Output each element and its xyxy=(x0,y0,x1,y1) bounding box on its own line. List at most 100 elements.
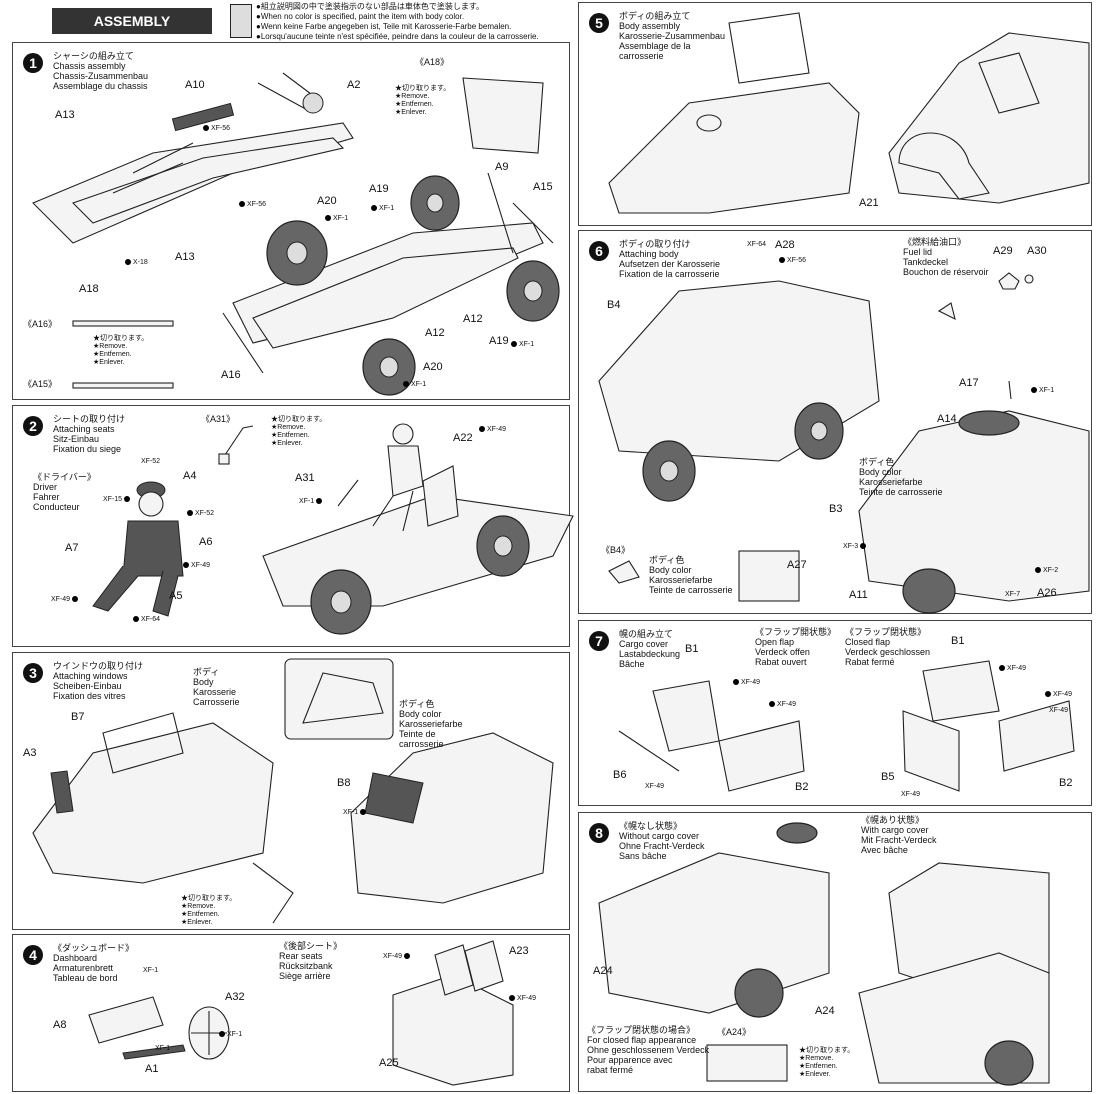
part-label: A12 xyxy=(425,327,445,339)
paint-code: XF-49 xyxy=(516,995,537,1002)
paint-code: XF-49 xyxy=(901,791,921,798)
dashboard-drawing xyxy=(88,940,514,1086)
paint-code: XF-64 xyxy=(747,241,767,248)
part-label: A21 xyxy=(859,197,879,209)
part-label: A18 xyxy=(79,283,99,295)
part-label: A14 xyxy=(937,413,957,425)
step-number: 5 xyxy=(589,13,609,33)
a31-inset-title: 《A31》 xyxy=(201,414,236,424)
cut-note: ★切り取ります。★Remove.★Entfernen.★Enlever. xyxy=(271,416,327,447)
part-label: A27 xyxy=(787,559,807,571)
paint-code: XF-49 xyxy=(190,562,211,569)
part-label: A22 xyxy=(453,432,473,444)
paint-code: XF-49 xyxy=(1049,707,1069,714)
cut-note: ★切り取ります。★Remove.★Entfernen.★Enlever. xyxy=(93,335,149,366)
paint-code: XF-52 xyxy=(141,458,161,465)
chassis-drawing xyxy=(32,72,560,396)
part-label: B1 xyxy=(685,643,699,655)
paint-bottle-icon xyxy=(230,4,252,38)
part-label: A3 xyxy=(23,747,37,759)
paint-code: XF-49 xyxy=(1052,691,1073,698)
part-label: A7 xyxy=(65,542,79,554)
part-label: B2 xyxy=(1059,777,1073,789)
part-label: A4 xyxy=(183,470,197,482)
part-label: B1 xyxy=(951,635,965,647)
part-label: A26 xyxy=(1037,587,1057,599)
part-label: B7 xyxy=(71,711,85,723)
seats-drawing xyxy=(92,423,574,635)
part-label: A30 xyxy=(1027,245,1047,257)
paint-code: XF-1 xyxy=(299,498,315,505)
a18-inset-title: 《A18》 xyxy=(415,57,450,67)
part-label: B8 xyxy=(337,777,351,789)
part-label: A1 xyxy=(145,1063,159,1075)
paint-code: XF-1 xyxy=(410,381,427,388)
cut-note: ★切り取ります。★Remove.★Entfernen.★Enlever. xyxy=(799,1047,855,1078)
step-number: 6 xyxy=(589,241,609,261)
paint-code: XF-49 xyxy=(383,953,403,960)
body-drawing xyxy=(608,12,1090,214)
part-label: A23 xyxy=(509,945,529,957)
part-label: A24 xyxy=(593,965,613,977)
step-number: 1 xyxy=(23,53,43,73)
paint-code: XF-49 xyxy=(486,426,507,433)
part-label: B5 xyxy=(881,771,895,783)
part-label: A11 xyxy=(849,589,868,601)
paint-code: XF-49 xyxy=(1006,665,1027,672)
attach-body-drawing xyxy=(598,272,1090,614)
paint-code: XF-1 xyxy=(518,341,535,348)
paint-code: XF-56 xyxy=(246,201,267,208)
part-label: A13 xyxy=(175,251,195,263)
part-label: A19 xyxy=(369,183,389,195)
part-label: A29 xyxy=(993,245,1013,257)
paint-code: XF-49 xyxy=(740,679,761,686)
cargo-cover-drawing xyxy=(618,660,1075,792)
b4-inset-title: 《B4》 xyxy=(601,545,631,555)
part-label: A15 xyxy=(533,181,553,193)
paint-code: XF-52 xyxy=(194,510,215,517)
part-label: A13 xyxy=(55,109,75,121)
step-number: 3 xyxy=(23,663,43,683)
part-label: A28 xyxy=(775,239,795,251)
part-label: A31 xyxy=(295,472,315,484)
part-label: A20 xyxy=(423,361,443,373)
paint-code: XF-64 xyxy=(140,616,161,623)
part-label: A5 xyxy=(169,590,183,602)
paint-code: XF-1 xyxy=(332,215,349,222)
step-number: 2 xyxy=(23,416,43,436)
windows-drawing xyxy=(32,658,554,924)
part-label: A25 xyxy=(379,1057,399,1069)
part-label: A6 xyxy=(199,536,213,548)
part-label: B4 xyxy=(607,299,621,311)
part-label: A19 xyxy=(489,335,509,347)
part-label: B6 xyxy=(613,769,627,781)
part-label: A16 xyxy=(221,369,241,381)
paint-code: XF-1 xyxy=(378,205,395,212)
paint-code: XF-56 xyxy=(210,125,231,132)
painting-notes: ●組立説明図の中で塗装指示のない部品は車体色で塗装します。 ●When no c… xyxy=(256,2,539,41)
paint-code: XF-49 xyxy=(645,783,665,790)
final-drawing xyxy=(598,822,1050,1086)
